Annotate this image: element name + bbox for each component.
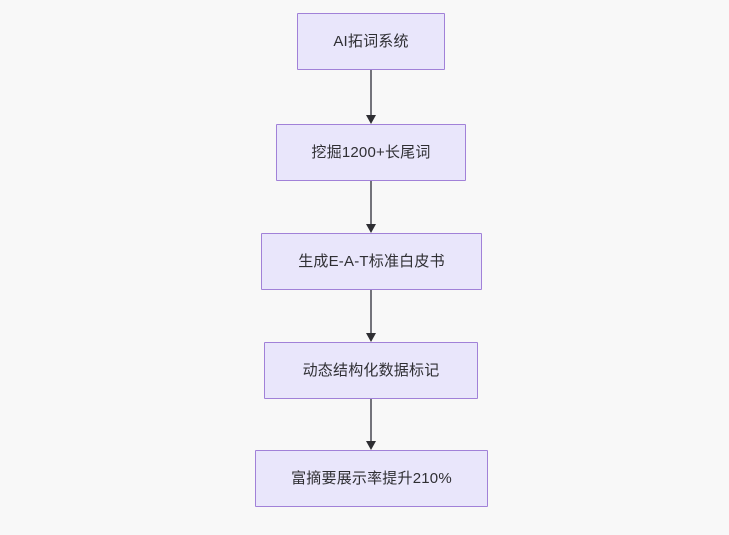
flow-node-label: 生成E-A-T标准白皮书 <box>298 253 445 270</box>
connector-line <box>370 70 372 116</box>
flow-node-label: 挖掘1200+长尾词 <box>311 144 431 161</box>
flow-node-generate-eat-whitepaper[interactable]: 生成E-A-T标准白皮书 <box>261 233 482 290</box>
flow-node-label: 富摘要展示率提升210% <box>291 470 452 487</box>
flow-node-rich-snippet-impression-uplift[interactable]: 富摘要展示率提升210% <box>255 450 488 507</box>
flow-node-label: AI拓词系统 <box>333 33 409 50</box>
connector-line <box>370 181 372 225</box>
flow-connector-1-to-2 <box>364 70 378 124</box>
flow-node-ai-keyword-system[interactable]: AI拓词系统 <box>297 13 445 70</box>
connector-line <box>370 399 372 442</box>
flow-connector-2-to-3 <box>364 181 378 233</box>
flow-node-mine-longtail-keywords[interactable]: 挖掘1200+长尾词 <box>276 124 466 181</box>
arrowhead-down-icon <box>366 115 376 124</box>
arrowhead-down-icon <box>366 333 376 342</box>
flow-connector-4-to-5 <box>364 399 378 450</box>
arrowhead-down-icon <box>366 224 376 233</box>
flow-connector-3-to-4 <box>364 290 378 342</box>
arrowhead-down-icon <box>366 441 376 450</box>
flow-node-dynamic-structured-data-markup[interactable]: 动态结构化数据标记 <box>264 342 478 399</box>
connector-line <box>370 290 372 334</box>
flow-node-label: 动态结构化数据标记 <box>302 362 440 379</box>
